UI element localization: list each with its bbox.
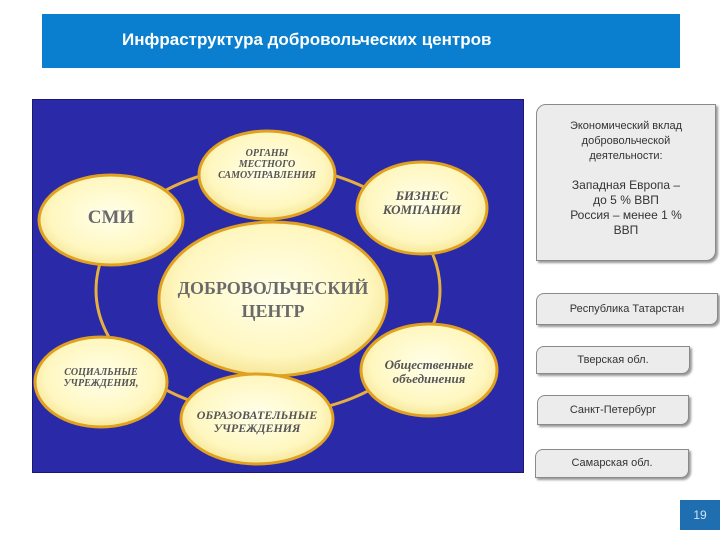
contribution-heading: Экономический вклад: [569, 120, 683, 132]
volunteer-diagram: ОРГАНЫ МЕСТНОГО САМОУПРАВЛЕНИЯ СМИ БИЗНЕ…: [32, 99, 524, 473]
node-public-label: Общественные объединения: [384, 357, 474, 387]
ellipse-public: [359, 322, 499, 418]
node-education-label: ОБРАЗОВАТЕЛЬНЫЕ УЧРЕЖДЕНИЯ: [196, 408, 318, 436]
russia-value: ВВП: [613, 223, 639, 237]
region-label: Самарская обл.: [571, 457, 653, 469]
contribution-heading-3: деятельности:: [589, 150, 663, 162]
contribution-heading-2: добровольческой: [581, 135, 671, 147]
western-europe-value: до 5 % ВВП: [593, 193, 659, 207]
node-business-label: БИЗНЕС КОМПАНИИ: [382, 188, 462, 218]
diagram-graphics: [33, 129, 499, 466]
node-center-label: ДОБРОВОЛЬЧЕСКИЙ ЦЕНТР: [177, 278, 369, 321]
western-europe-line: Западная Европа –: [571, 178, 681, 192]
ellipse-social: [33, 335, 169, 429]
page-number: 19: [680, 500, 720, 530]
region-box-tatarstan: Республика Татарстан: [536, 293, 718, 325]
ellipse-business: [355, 160, 489, 256]
node-media-label: СМИ: [87, 207, 135, 228]
ellipse-gov: [197, 129, 337, 221]
economic-contribution-box: Экономический вклад добровольческой деят…: [536, 104, 716, 261]
region-box-samara: Самарская обл.: [535, 449, 689, 478]
russia-line: Россия – менее 1 %: [570, 208, 682, 222]
title-bar: Инфраструктура добровольческих центров: [42, 14, 680, 68]
region-box-tver: Тверская обл.: [536, 346, 690, 374]
ellipse-education: [179, 372, 335, 466]
region-label: Тверская обл.: [577, 354, 649, 366]
node-social-label: СОЦИАЛЬНЫЕ УЧРЕЖДЕНИЯ,: [63, 367, 139, 389]
ellipse-media: [37, 173, 185, 267]
region-label: Санкт-Петербург: [569, 404, 657, 416]
slide-title: Инфраструктура добровольческих центров: [122, 30, 492, 49]
region-label: Республика Татарстан: [569, 303, 685, 315]
node-gov-label: ОРГАНЫ МЕСТНОГО САМОУПРАВЛЕНИЯ: [218, 148, 316, 181]
region-box-spb: Санкт-Петербург: [537, 395, 689, 425]
